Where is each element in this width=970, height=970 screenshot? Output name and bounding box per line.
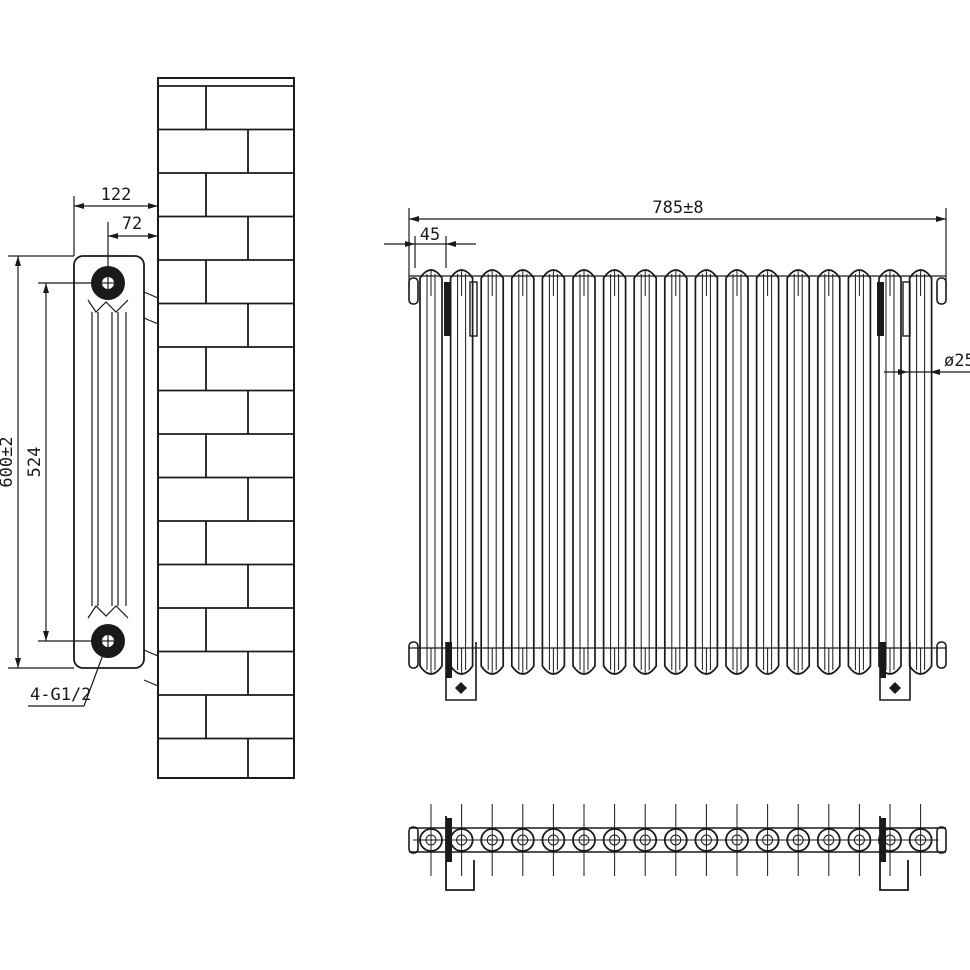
radiator-column: [816, 269, 841, 675]
radiator-column: [480, 269, 505, 675]
radiator-column: [510, 269, 535, 675]
length-dimension-label: 785±8: [652, 198, 703, 218]
radiator-column: [602, 269, 627, 675]
radiator-column: [786, 269, 811, 675]
radiator-column: [572, 269, 596, 675]
top-foot-bar: [880, 818, 886, 862]
radiator-top-view: [408, 804, 947, 891]
foot-bracket-bar: [880, 642, 886, 678]
top-bracket-side: [902, 281, 911, 337]
radiator-column: [694, 269, 719, 675]
pitch-dimension-label: 45: [420, 225, 440, 245]
foot-bolt-icon: [889, 682, 901, 694]
radiator-column: [755, 269, 780, 675]
side-column-top-curve: [87, 299, 129, 313]
side-column-bottom-curve: [87, 605, 129, 619]
radiator-side-view: [73, 255, 159, 687]
brick-wall: [157, 77, 295, 779]
radiator-side-outline: [73, 255, 145, 669]
radiator-column: [847, 269, 872, 675]
wall-bracket-top: [143, 291, 159, 325]
wall-outline: [157, 77, 295, 779]
top-bracket-side: [469, 281, 478, 337]
top-bracket: [444, 282, 451, 336]
radiator-column: [449, 269, 474, 675]
end-cap: [408, 641, 419, 669]
wall-bracket-bottom: [143, 649, 159, 687]
radiator-column: [725, 269, 749, 675]
end-cap: [936, 641, 947, 669]
centre-distance-label: 524: [25, 447, 45, 478]
end-cap: [936, 277, 947, 305]
side-dimensions: 122 72 600±2 524 4-G1/2: [0, 185, 159, 707]
end-cap: [408, 277, 419, 305]
radiator-column: [633, 269, 658, 675]
radiator-column: [541, 269, 566, 675]
height-dimension-label: 600±2: [0, 436, 17, 487]
foot-bracket-bar: [446, 642, 452, 678]
front-dimensions: 785±8 45 ø25: [384, 198, 970, 375]
radiator-front-view: [408, 269, 947, 701]
foot-bolt-icon: [455, 682, 467, 694]
radiator-column: [419, 269, 443, 675]
top-foot-bar: [446, 818, 452, 862]
radiator-column: [908, 269, 933, 675]
radiator-column: [663, 269, 688, 675]
diameter-dimension-label: ø25: [944, 351, 970, 371]
offset-dimension-label: 72: [122, 214, 142, 234]
depth-dimension-label: 122: [101, 185, 132, 205]
top-bracket: [877, 282, 884, 336]
connection-label: 4-G1/2: [30, 685, 91, 705]
